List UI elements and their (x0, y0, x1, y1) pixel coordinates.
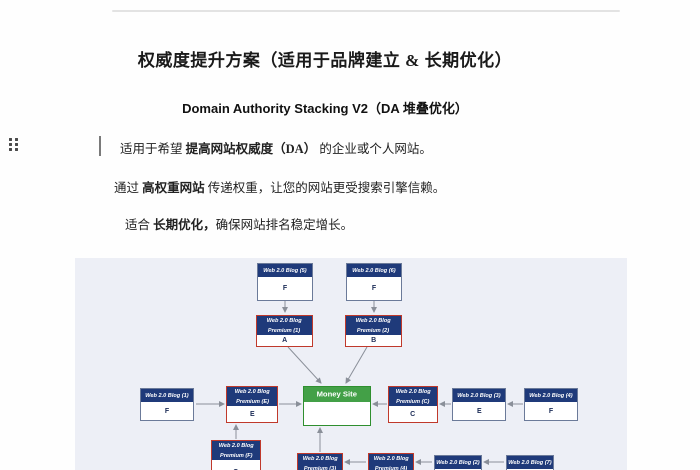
diagram-node-moneysite: Money Site (303, 386, 371, 426)
paragraph-text: 确保网站排名稳定增长。 (215, 218, 354, 232)
node-body: F (258, 277, 312, 300)
node-letter: E (249, 410, 255, 418)
node-label: Premium (2) (357, 326, 390, 333)
node-letter: E (476, 407, 482, 415)
node-body: A (257, 335, 312, 346)
diagram-node-blog1: Web 2.0 Blog (1) F (140, 388, 194, 421)
paragraph-bold-text: 提高网站权威度（DA） (185, 142, 317, 156)
node-label: Web 2.0 Blog (302, 455, 338, 462)
node-body: C (212, 460, 260, 470)
paragraph-text: 适合 (125, 218, 154, 232)
node-label: Web 2.0 Blog (5) (263, 266, 307, 274)
node-body (304, 402, 370, 425)
paragraph-bold-text: 高权重网站 (142, 181, 205, 195)
paragraph-bold-text: 长期优化， (153, 218, 216, 232)
node-label: Web 2.0 Blog (3) (457, 391, 501, 399)
node-body: F (347, 277, 401, 300)
paragraph-method[interactable]: 通过 高权重网站 传递权重，让您的网站更受搜索引擎信赖。 (114, 177, 445, 196)
node-header: Web 2.0 Blog (7) (507, 456, 553, 469)
node-body: E (227, 406, 277, 422)
page-title: 权威度提升方案（适用于品牌建立 & 长期优化） (137, 51, 513, 70)
node-header: Web 2.0 Blog (1) (141, 389, 193, 402)
drag-handle-icon[interactable] (9, 138, 21, 153)
node-label: Web 2.0 Blog (4) (529, 391, 573, 399)
diagram-node-blog6: Web 2.0 Blog (6) F (346, 263, 402, 301)
node-label: Web 2.0 Blog (234, 388, 270, 395)
node-label: Premium (3) (303, 464, 337, 470)
top-divider (112, 10, 620, 12)
node-label: Web 2.0 Blog (267, 317, 302, 324)
node-body: E (453, 402, 505, 420)
diagram-node-blog2: Web 2.0 Blog (2) (434, 455, 482, 470)
node-body: B (346, 335, 401, 346)
node-label: Web 2.0 Blog (395, 388, 431, 395)
node-letter: C (410, 410, 416, 418)
node-letter: A (281, 336, 288, 345)
node-label: Web 2.0 Blog (218, 442, 254, 449)
node-label: Premium (E) (235, 397, 269, 404)
node-body: F (141, 402, 193, 420)
node-label: Web 2.0 Blog (6) (352, 266, 396, 274)
paragraph-text: 通过 (114, 181, 143, 195)
node-letter: F (282, 284, 288, 293)
node-label: Web 2.0 Blog (2) (436, 458, 480, 466)
diagram-arrow (345, 346, 368, 384)
diagram-arrow (287, 346, 322, 384)
node-letter: C (233, 469, 238, 470)
node-label: Premium (1) (268, 326, 301, 333)
node-label: Web 2.0 Blog (373, 455, 409, 462)
node-body: C (389, 406, 437, 422)
node-letter: F (164, 407, 170, 415)
node-label: Web 2.0 Blog (356, 317, 391, 324)
node-label: Money Site (316, 389, 358, 399)
node-body: F (525, 402, 577, 420)
paragraph-text: 的企业或个人网站。 (316, 142, 432, 156)
node-letter: F (548, 407, 554, 415)
paragraph-text: 适用于希望 (120, 142, 186, 156)
node-label: Premium (F) (219, 451, 253, 458)
node-letter: B (370, 336, 377, 345)
node-label: Premium (C) (396, 397, 430, 404)
text-cursor (99, 136, 101, 156)
paragraph-text: 传递权重，让您的网站更受搜索引擎信赖。 (204, 181, 446, 195)
diagram-node-blog7: Web 2.0 Blog (7) (506, 455, 554, 470)
diagram-node-blog4: Web 2.0 Blog (4) F (524, 388, 578, 421)
node-label: Web 2.0 Blog (7) (508, 458, 552, 466)
node-label: Premium (4) (374, 464, 408, 470)
node-header: Web 2.0 Blog (3) (453, 389, 505, 402)
node-label: Web 2.0 Blog (1) (145, 391, 189, 399)
diagram-node-blog5: Web 2.0 Blog (5) F (257, 263, 313, 301)
node-header: Money Site (304, 387, 370, 402)
paragraph-benefit[interactable]: 适合 长期优化，确保网站排名稳定增长。 (125, 214, 353, 233)
paragraph-audience[interactable]: 适用于希望 提高网站权威度（DA） 的企业或个人网站。 (120, 138, 432, 157)
page-subtitle: Domain Authority Stacking V2（DA 堆叠优化） (182, 101, 468, 116)
node-header: Web 2.0 Blog (4) (525, 389, 577, 402)
node-header: Web 2.0 Blog (2) (435, 456, 481, 469)
node-letter: F (371, 284, 377, 293)
node-header: Web 2.0 Blog (6) (347, 264, 401, 277)
diagram-node-blog3: Web 2.0 Blog (3) E (452, 388, 506, 421)
node-header: Web 2.0 Blog (5) (258, 264, 312, 277)
